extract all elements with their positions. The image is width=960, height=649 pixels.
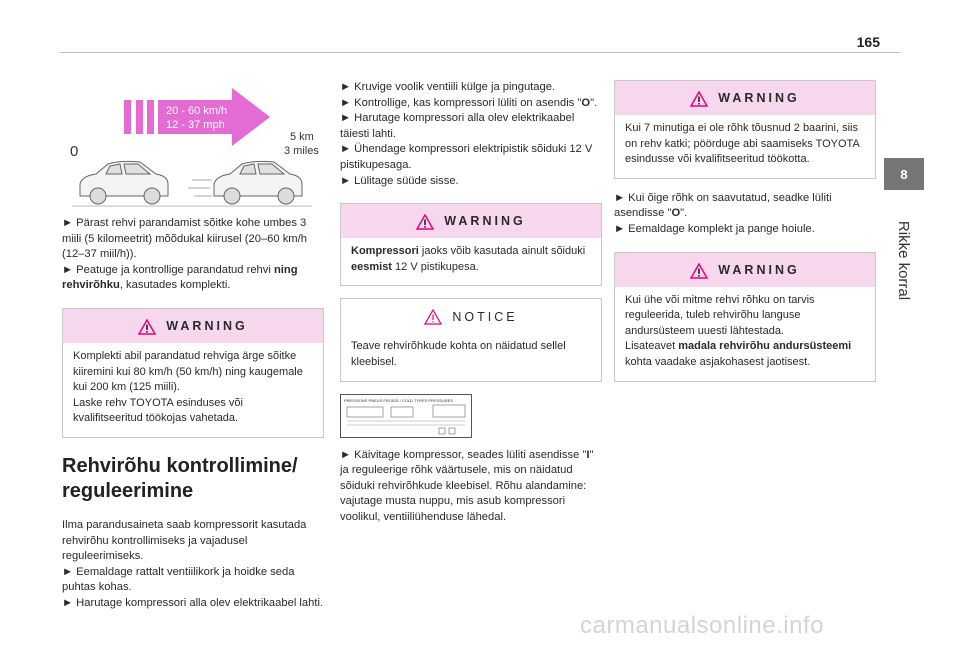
paragraph: ► Kui õige rõhk on saavutatud, seadke lü… (614, 191, 876, 222)
bold-text: O (671, 207, 681, 220)
paragraph: Ilma parandusaineta saab kompressorit ka… (62, 518, 307, 563)
distance-km-label: 5 km (290, 131, 314, 143)
paragraph: ► Ühendage kompressori elektripistik sõi… (340, 143, 593, 171)
notice-title: NOTICE (452, 309, 518, 324)
column-3: WARNING Kui 7 minutiga ei ole rõhk tõusn… (614, 80, 876, 382)
warning-header: WARNING (341, 204, 601, 239)
sticker-header: PRESSIONS PNEUS FROIDS / COLD TYRES PRES… (344, 398, 453, 403)
text: jaoks võib kasutada ainult sõiduki (418, 245, 586, 258)
text: " ja reguleerige rõhk väärtusele, mis on… (340, 448, 594, 523)
paragraph: ► Kontrollige, kas kompressori lüliti on… (340, 96, 602, 112)
speed-distance-illustration: 20 - 60 km/h 12 - 37 mph 0 5 km 3 miles (70, 88, 319, 207)
warning-triangle-icon (138, 318, 157, 335)
warning-box: WARNING Kompressori jaoks võib kasutada … (340, 203, 602, 287)
bold-text: O (581, 96, 591, 109)
bold-text: Kompressori (351, 245, 419, 258)
warning-title: WARNING (718, 262, 800, 277)
speed-arrow-shape (158, 88, 270, 146)
warning-text: Kompressori jaoks võib kasutada ainult s… (341, 238, 601, 285)
tyre-pressure-sticker-illustration: PRESSIONS PNEUS FROIDS / COLD TYRES PRES… (344, 398, 466, 434)
bold-text: ning rehvirõhku (62, 263, 298, 292)
paragraph: ► Harutage kompressori alla olev elektri… (62, 596, 324, 609)
warning-box: WARNING Kui ühe või mitme rehvi rõhku on… (614, 251, 876, 382)
text: 12 V pistikupesa. (391, 260, 479, 273)
paragraph: ► Kruvige voolik ventiili külge ja pingu… (340, 81, 556, 93)
chapter-tab-label: Rikke korral (880, 200, 928, 320)
text: ► Kui õige rõhk on saavutatud, seadke lü… (614, 191, 832, 220)
text: , kasutades komplekti. (119, 279, 231, 292)
warning-header: WARNING (615, 252, 875, 287)
text: ► Peatuge ja kontrollige parandatud rehv… (62, 263, 274, 276)
speed-distance-figure: 20 - 60 km/h 12 - 37 mph 0 5 km 3 miles (62, 80, 324, 210)
paragraph: ► Peatuge ja kontrollige parandatud rehv… (62, 263, 324, 294)
warning-text: Kui ühe või mitme rehvi rõhku on tarvis … (615, 287, 875, 381)
paragraph: ► Käivitage kompressor, seades lüliti as… (340, 448, 602, 526)
speed-kmh-label: 20 - 60 km/h (166, 105, 227, 117)
section-heading: Rehvirõhu kontrollimine/ reguleerimine (62, 454, 298, 502)
text: kohta vaadake asjakohasest jaotisest. (625, 355, 811, 368)
warning-box: WARNING Kui 7 minutiga ei ole rõhk tõusn… (614, 80, 876, 179)
speed-bar (136, 100, 143, 134)
moving-car-icon (188, 160, 303, 205)
paragraph: ► Eemaldage rattalt ventiilikork ja hoid… (62, 565, 295, 594)
text: ► Käivitage kompressor, seades lüliti as… (340, 448, 587, 461)
text: ". (680, 207, 688, 220)
chapter-tab[interactable]: 8 (884, 158, 924, 190)
warning-triangle-icon (690, 91, 709, 107)
bold-text: madala rehvirõhu andursüsteemi (678, 340, 852, 353)
paragraph: ► Harutage kompressori alla olev elektri… (340, 112, 575, 140)
paragraph: ► Eemaldage komplekt ja pange hoiule. (614, 222, 815, 235)
text: ". (590, 96, 598, 109)
warning-title: WARNING (718, 91, 800, 106)
chapter-title: Rikke korral (895, 220, 913, 300)
warning-text: Komplekti abil parandatud rehviga ärge s… (73, 349, 303, 425)
paragraph: ► Lülitage süüde sisse. (340, 174, 459, 187)
header-rule (60, 52, 900, 53)
column-1: 20 - 60 km/h 12 - 37 mph 0 5 km 3 miles (62, 80, 324, 612)
car-icon (79, 160, 169, 205)
paragraph: ► Pärast rehvi parandamist sõitke kohe u… (62, 217, 307, 261)
notice-box: NOTICE Teave rehvirõhkude kohta on näida… (340, 298, 602, 382)
speed-bar (124, 100, 131, 134)
start-label: 0 (70, 143, 78, 160)
warning-text: Kui 7 minutiga ei ole rõhk tõusnud 2 baa… (625, 122, 860, 166)
warning-header: WARNING (63, 308, 323, 343)
tyre-pressure-sticker: PRESSIONS PNEUS FROIDS / COLD TYRES PRES… (340, 393, 472, 438)
column-2: ► Kruvige voolik ventiili külge ja pingu… (340, 80, 602, 526)
bold-text: I (586, 448, 590, 461)
watermark: carmanualsonline.info (580, 612, 824, 639)
bold-text: eesmist (351, 260, 392, 273)
notice-text: Teave rehvirõhkude kohta on näidatud sel… (351, 340, 566, 368)
notice-triangle-icon (424, 309, 443, 325)
warning-title: WARNING (166, 319, 248, 334)
warning-triangle-icon (416, 214, 435, 230)
warning-title: WARNING (444, 214, 526, 229)
warning-triangle-icon (690, 262, 709, 279)
speed-bar (147, 100, 154, 134)
page-number: 165 (856, 34, 880, 50)
notice-header: NOTICE (341, 299, 601, 334)
warning-header: WARNING (615, 81, 875, 115)
text: Kui ühe või mitme rehvi rõhku on tarvis … (625, 293, 815, 353)
speed-mph-label: 12 - 37 mph (166, 119, 225, 131)
warning-box: WARNING Komplekti abil parandatud rehvig… (62, 307, 324, 438)
text: ► Kontrollige, kas kompressori lüliti on… (340, 96, 582, 109)
distance-miles-label: 3 miles (284, 145, 319, 157)
